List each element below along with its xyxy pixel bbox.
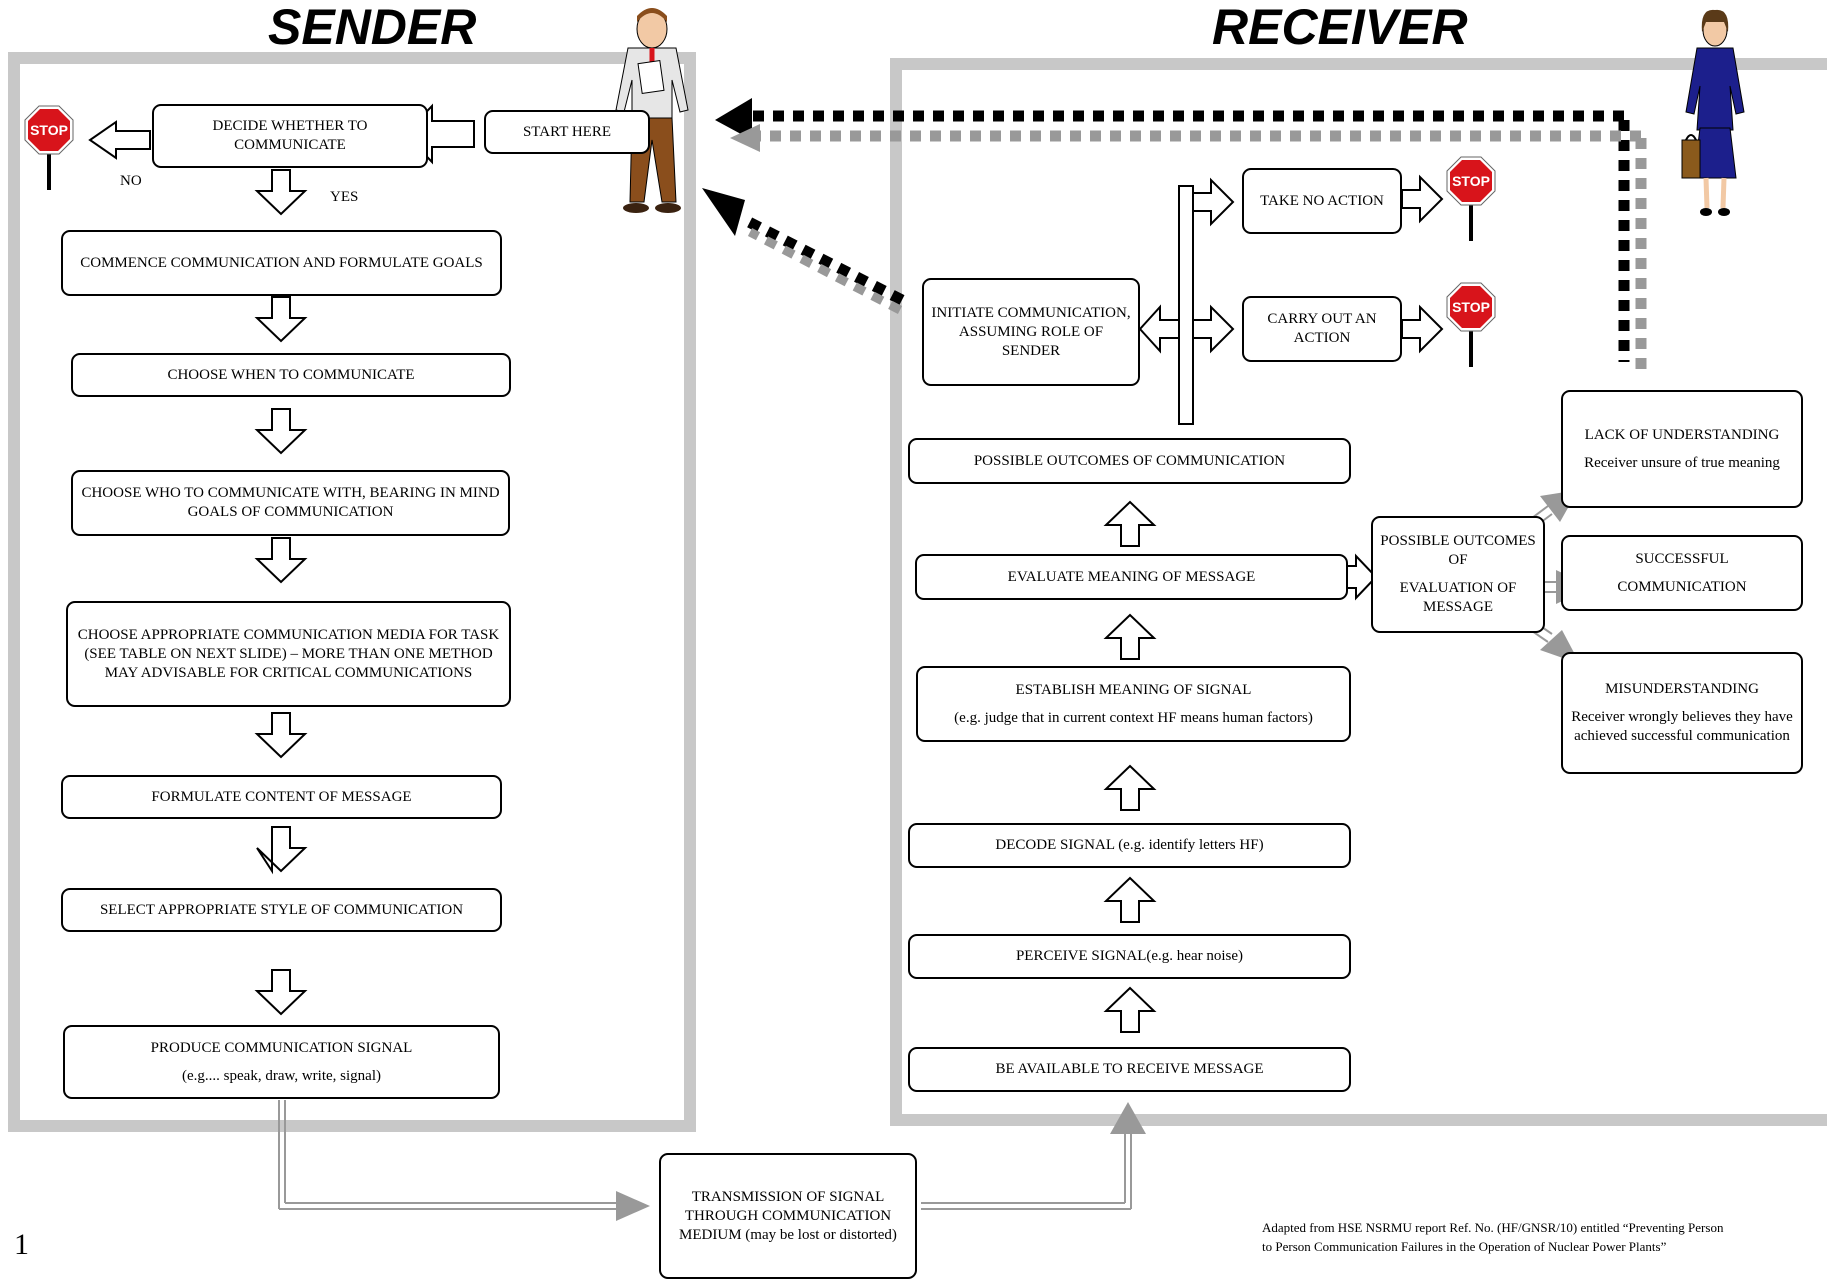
choose-who-box: CHOOSE WHO TO COMMUNICATE WITH, BEARING … (71, 470, 510, 536)
take-no-action-box: TAKE NO ACTION (1242, 168, 1402, 234)
sender-header: SENDER (268, 0, 477, 55)
stop-sign-no (23, 104, 75, 192)
establish-box: ESTABLISH MEANING OF SIGNAL (e.g. judge … (916, 666, 1351, 742)
successful-box: SUCCESSFUL COMMUNICATION (1561, 535, 1803, 611)
lack-understanding-box: LACK OF UNDERSTANDING Receiver unsure of… (1561, 390, 1803, 508)
carry-out-action-box: CARRY OUT AN ACTION (1242, 296, 1402, 362)
choose-when-box: CHOOSE WHEN TO COMMUNICATE (71, 353, 511, 397)
lack-understanding-sub: Receiver unsure of true meaning (1584, 454, 1780, 471)
successful-line2: COMMUNICATION (1617, 578, 1747, 595)
receiver-header: RECEIVER (1212, 0, 1468, 55)
stop-sign-text-action: STOP (1452, 299, 1490, 315)
perceive-box: PERCEIVE SIGNAL(e.g. hear noise) (908, 934, 1351, 979)
possible-outcomes-eval-box: POSSIBLE OUTCOMES OF EVALUATION OF MESSA… (1371, 516, 1545, 633)
choose-media-box: CHOOSE APPROPRIATE COMMUNICATION MEDIA F… (66, 601, 511, 707)
commence-box: COMMENCE COMMUNICATION AND FORMULATE GOA… (61, 230, 502, 296)
misunderstanding-box: MISUNDERSTANDING Receiver wrongly believ… (1561, 652, 1803, 774)
decode-box: DECODE SIGNAL (e.g. identify letters HF) (908, 823, 1351, 868)
credit-line-1: Adapted from HSE NSRMU report Ref. No. (… (1262, 1220, 1724, 1235)
sender-panel (8, 52, 696, 1132)
yes-label: YES (330, 189, 359, 205)
evaluate-box: EVALUATE MEANING OF MESSAGE (915, 554, 1348, 600)
credit-line-2: to Person Communication Failures in the … (1262, 1239, 1667, 1254)
be-available-box: BE AVAILABLE TO RECEIVE MESSAGE (908, 1047, 1351, 1092)
produce-signal-title: PRODUCE COMMUNICATION SIGNAL (150, 1039, 413, 1056)
transmission-connectors (278, 1100, 1146, 1221)
receiver-person-icon (1681, 9, 1745, 216)
establish-title: ESTABLISH MEANING OF SIGNAL (1015, 681, 1252, 698)
possible-outcomes-comm-box: POSSIBLE OUTCOMES OF COMMUNICATION (908, 438, 1351, 484)
possible-outcomes-eval-line1: POSSIBLE OUTCOMES OF (1380, 533, 1536, 568)
establish-sub: (e.g. judge that in current context HF m… (954, 709, 1313, 726)
page-number: 1 (14, 1228, 29, 1261)
decide-box: DECIDE WHETHER TO COMMUNICATE (152, 104, 428, 168)
no-arrow (88, 120, 151, 160)
sender-person-icon (615, 8, 689, 213)
stop-sign-action (1445, 281, 1497, 369)
stop-sign-text-no: STOP (30, 122, 68, 138)
outcome-arrows (1138, 174, 1444, 354)
formulate-box: FORMULATE CONTENT OF MESSAGE (61, 775, 502, 819)
produce-signal-sub: (e.g.... speak, draw, write, signal) (182, 1067, 381, 1084)
initiate-box: INITIATE COMMUNICATION, ASSUMING ROLE OF… (922, 278, 1140, 386)
stop-sign-text-no-action: STOP (1452, 173, 1490, 189)
no-label: NO (120, 173, 142, 189)
misunderstanding-title: MISUNDERSTANDING (1605, 681, 1759, 697)
stop-sign-no-action (1445, 155, 1497, 243)
receiver-panel (890, 58, 1827, 1126)
produce-signal-box: PRODUCE COMMUNICATION SIGNAL (e.g.... sp… (63, 1025, 500, 1099)
misunderstanding-sub: Receiver wrongly believes they have achi… (1571, 709, 1793, 744)
start-here-box: START HERE (484, 110, 650, 154)
possible-outcomes-eval-line2: EVALUATION OF MESSAGE (1399, 580, 1517, 615)
outcome-bar (1178, 185, 1194, 425)
feedback-arrows (702, 98, 1647, 378)
receiver-up-arrows (1103, 500, 1157, 1033)
successful-line1: SUCCESSFUL (1635, 550, 1729, 567)
select-style-box: SELECT APPROPRIATE STYLE OF COMMUNICATIO… (61, 888, 502, 932)
transmission-box: TRANSMISSION OF SIGNAL THROUGH COMMUNICA… (659, 1153, 917, 1279)
sender-down-arrows (254, 169, 308, 1016)
lack-understanding-title: LACK OF UNDERSTANDING (1584, 426, 1780, 443)
